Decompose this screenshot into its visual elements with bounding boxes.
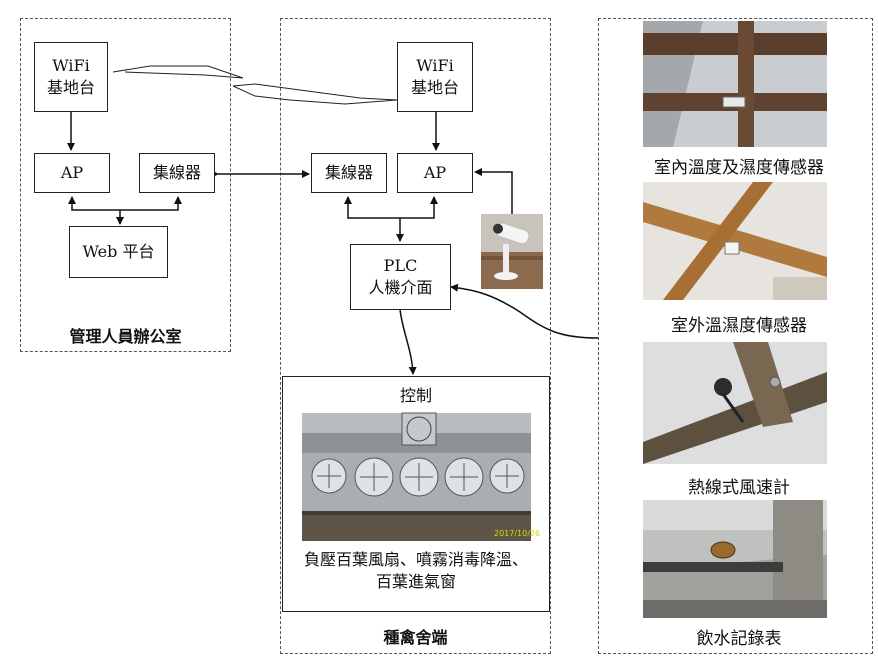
control-box: 控制 2017/10/26: [282, 376, 550, 612]
office-wifi-line2: 基地台: [46, 78, 95, 97]
arrow-plc-ap: [400, 196, 438, 219]
arrow-plc-hub: [344, 196, 400, 219]
arrow-plc-control: [399, 308, 417, 375]
sensor-caption-water: 飲水記錄表: [696, 629, 782, 649]
indoor-sensor-photo: [643, 21, 827, 147]
camera-icon: [481, 214, 543, 289]
web-platform-label: Web 平台: [82, 242, 155, 261]
plc-line2: 人機介面: [368, 278, 433, 297]
sensor-caption-anemometer: 熱線式風速計: [688, 478, 790, 498]
plc-hmi-box: PLC 人機介面: [350, 244, 451, 310]
plc-line1: PLC: [383, 256, 418, 275]
arrow-web-hub: [120, 196, 182, 211]
farm-ap-box: AP: [397, 153, 473, 193]
farm-wifi-line2: 基地台: [410, 78, 459, 97]
office-hub-box: 集線器: [139, 153, 215, 193]
arrow-camera-ap: [474, 168, 513, 216]
anemometer-photo: [643, 342, 827, 464]
sensor-group: [598, 18, 873, 654]
office-group: [20, 18, 231, 352]
fan-photo-drawing: 2017/10/26: [301, 412, 540, 541]
office-ap-label: AP: [60, 163, 84, 182]
fan-house-photo: 2017/10/26: [301, 412, 540, 541]
water-meter-photo: [643, 500, 827, 618]
office-group-label: 管理人員辦公室: [69, 327, 182, 346]
farm-hub-box: 集線器: [311, 153, 387, 193]
farm-ap-label: AP: [423, 163, 447, 182]
office-hub-label: 集線器: [152, 163, 201, 182]
web-platform-box: Web 平台: [69, 226, 168, 278]
office-wifi-line1: WiFi: [52, 56, 90, 75]
wireless-link-lower: [232, 83, 398, 105]
sensor-caption-outdoor: 室外溫濕度傳感器: [671, 316, 807, 336]
camera-photo: [481, 214, 543, 289]
farm-hub-label: 集線器: [324, 163, 373, 182]
photo-date-stamp: 2017/10/26: [494, 529, 540, 538]
control-caption-line2: 百葉進氣窗: [375, 572, 456, 591]
office-wifi-box: WiFi 基地台: [34, 42, 108, 112]
arrow-sensors-plc: [450, 283, 599, 339]
sensor-caption-indoor: 室內溫度及濕度傳感器: [654, 158, 824, 178]
control-title: 控制: [399, 386, 432, 405]
wireless-link-upper: [112, 65, 244, 79]
outdoor-sensor-photo: [643, 182, 827, 300]
farm-group-label: 種禽舍端: [383, 628, 448, 647]
arrow-web-ap: [68, 196, 120, 211]
office-ap-box: AP: [34, 153, 110, 193]
control-caption-line1: 負壓百葉風扇、噴霧消毒降溫、: [303, 550, 528, 569]
farm-wifi-line1: WiFi: [416, 56, 454, 75]
farm-group: [280, 18, 551, 654]
farm-wifi-box: WiFi 基地台: [397, 42, 473, 112]
